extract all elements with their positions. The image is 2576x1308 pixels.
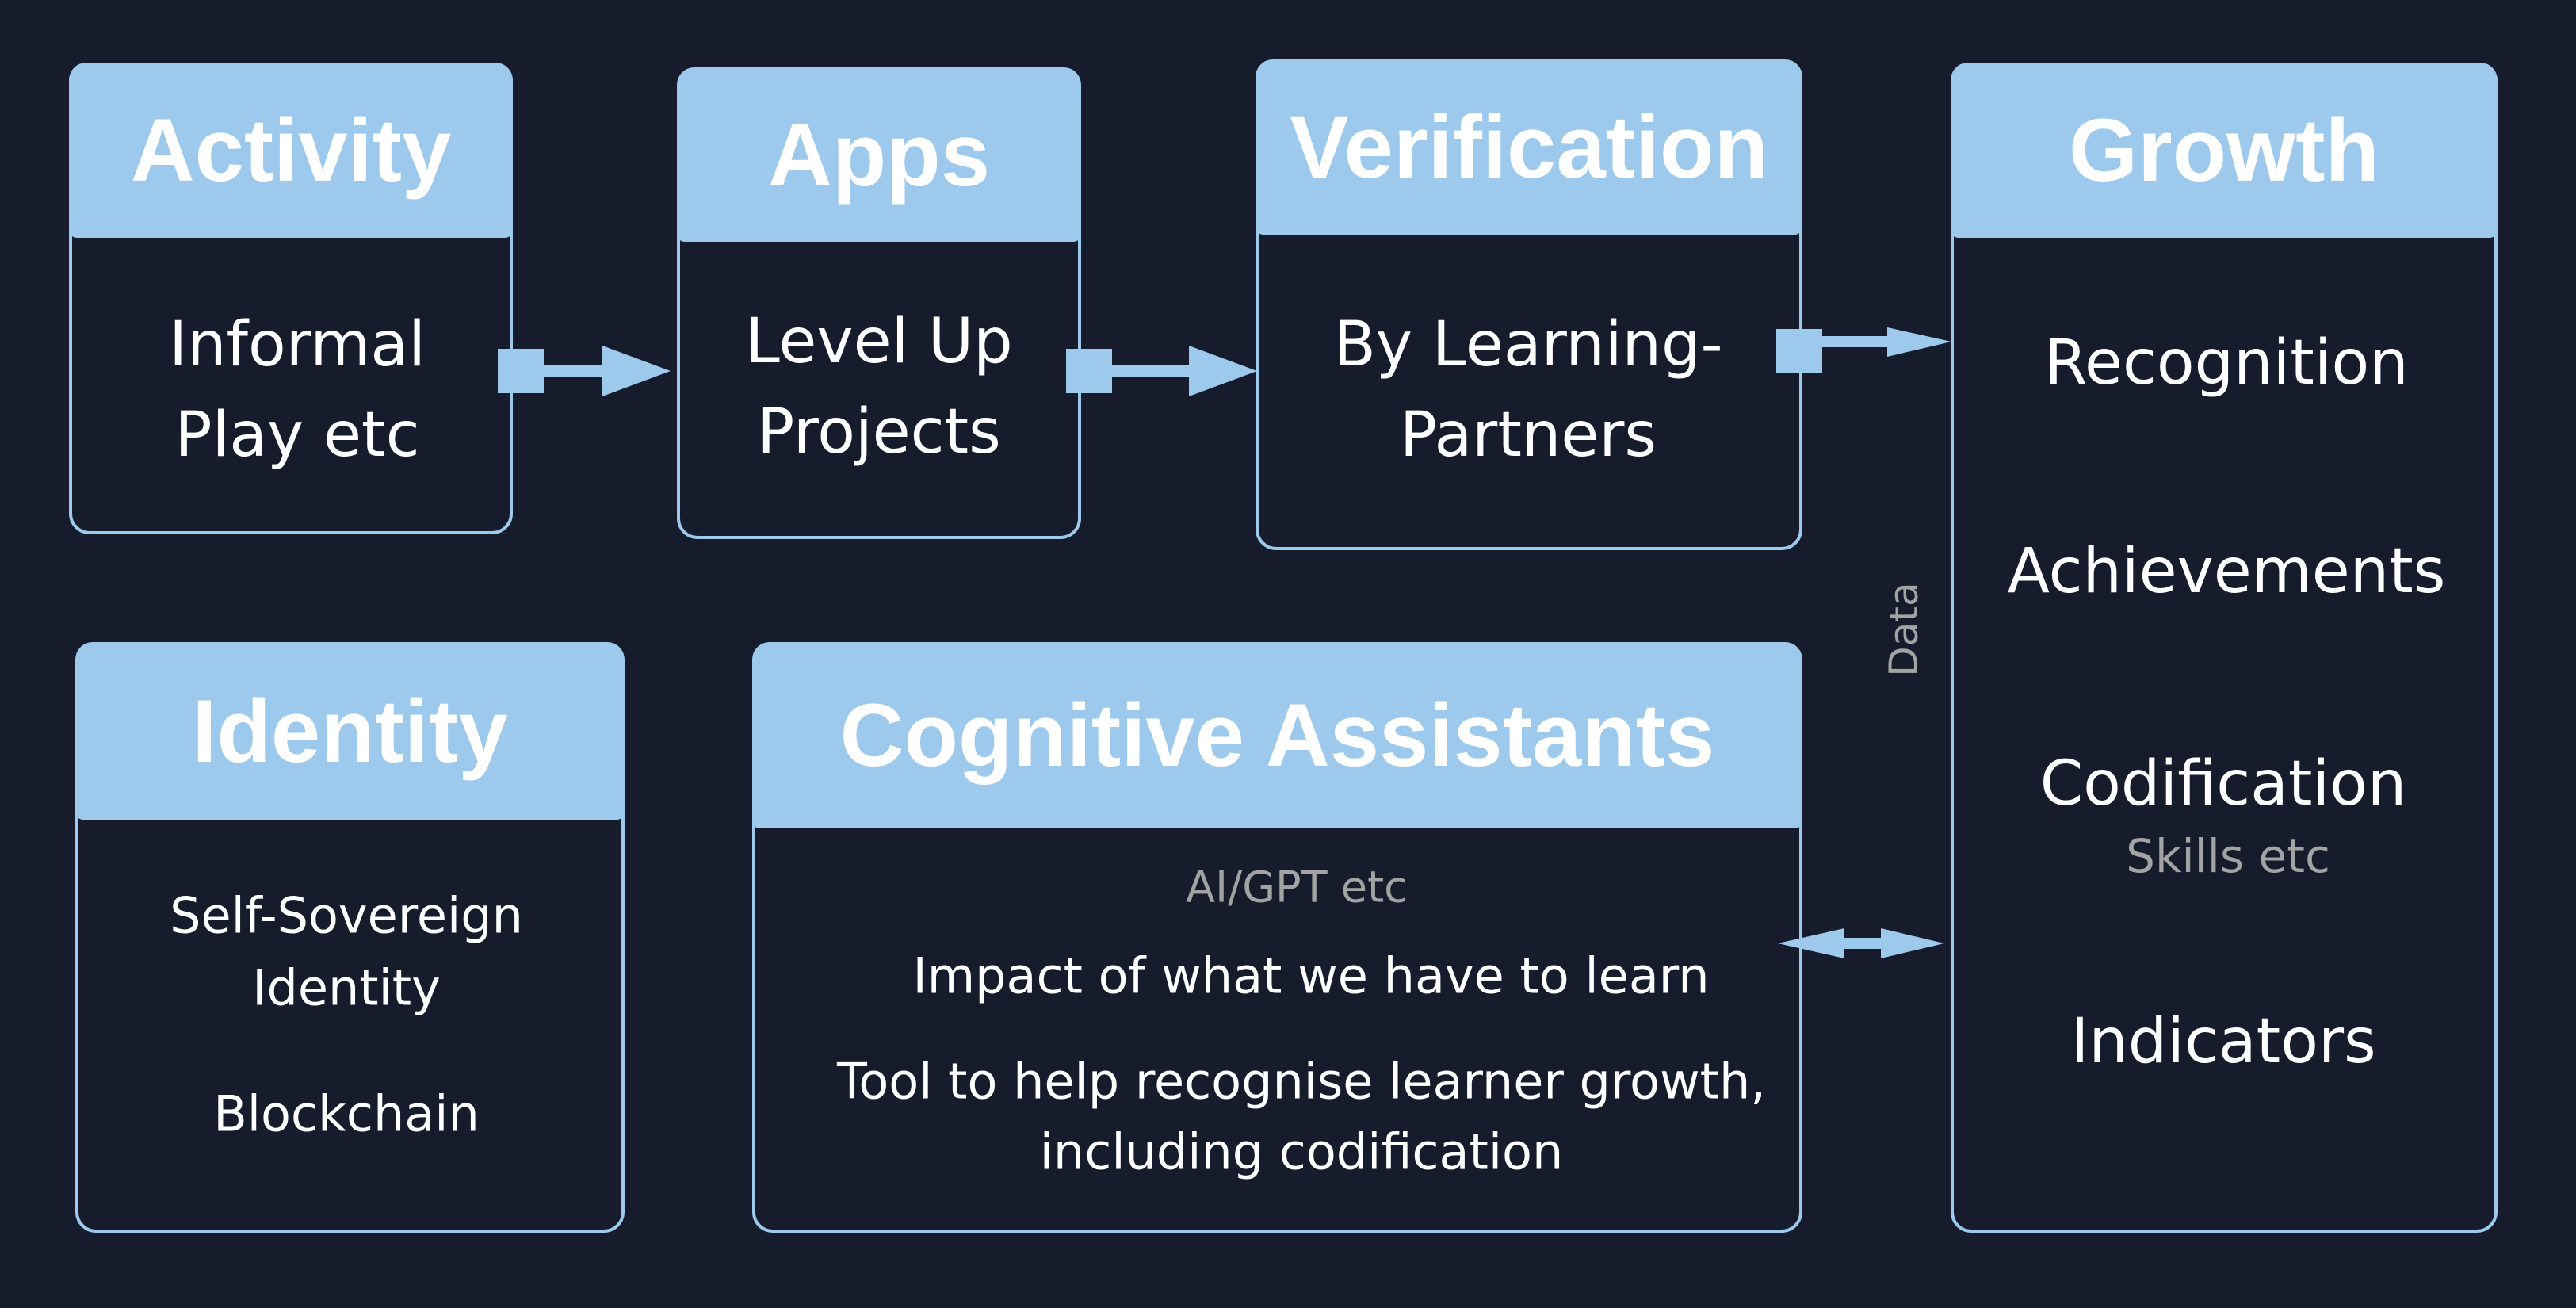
activity-line-2: Play etc: [174, 400, 420, 471]
double-arrow-cognitive-growth: [1778, 928, 1944, 958]
growth-item-codification: Codification: [2039, 748, 2407, 820]
apps-line-1: Level Up: [745, 306, 1013, 377]
identity-header: Identity: [75, 642, 625, 820]
growth-item-indicators: Indicators: [2070, 1006, 2376, 1077]
arrow-apps-to-verification: [1066, 346, 1257, 396]
growth-codification-note: Skills etc: [2126, 829, 2330, 883]
identity-box: Identity: [75, 642, 625, 1233]
verification-box: Verification: [1256, 59, 1802, 550]
growth-item-recognition: Recognition: [2044, 327, 2409, 399]
identity-line-3: Blockchain: [213, 1084, 480, 1143]
activity-line-1: Informal: [169, 309, 426, 381]
apps-box: Apps: [677, 67, 1081, 539]
cognitive-line-2: Tool to help recognise learner growth,: [837, 1052, 1766, 1111]
apps-header: Apps: [677, 67, 1081, 242]
cognitive-assistants-box: Cognitive Assistants: [752, 642, 1802, 1233]
verification-header: Verification: [1256, 59, 1802, 235]
verification-line-1: By Learning-: [1333, 309, 1723, 381]
cognitive-assistants-header: Cognitive Assistants: [752, 642, 1802, 828]
cognitive-line-3: including codification: [1039, 1123, 1564, 1181]
arrow-verification-to-growth: [1776, 327, 1951, 373]
growth-header: Growth: [1951, 63, 2498, 238]
identity-line-2: Identity: [252, 958, 441, 1017]
apps-line-2: Projects: [757, 396, 1001, 468]
activity-header: Activity: [69, 63, 513, 238]
identity-line-1: Self-Sovereign: [170, 886, 523, 945]
arrow-activity-to-apps: [498, 346, 671, 396]
growth-item-achievements: Achievements: [2007, 536, 2446, 607]
cognitive-note: AI/GPT etc: [1186, 862, 1408, 912]
growth-box: Growth: [1951, 63, 2498, 1233]
cognitive-line-1: Impact of what we have to learn: [912, 947, 1710, 1005]
verification-line-2: Partners: [1399, 400, 1657, 471]
activity-box: Activity: [69, 63, 513, 534]
